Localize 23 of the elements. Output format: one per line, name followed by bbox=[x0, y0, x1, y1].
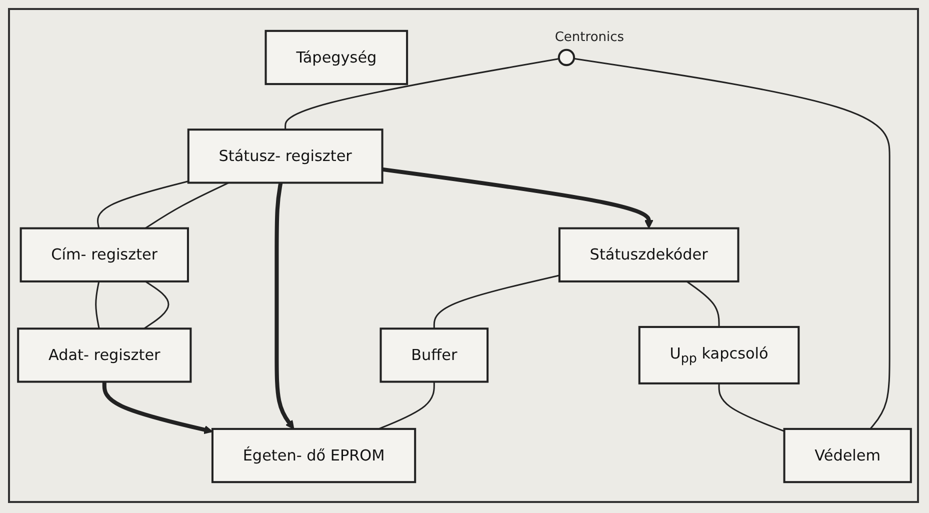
connector bbox=[144, 182, 230, 229]
node-box: Védelem bbox=[783, 428, 912, 484]
connector bbox=[95, 281, 100, 329]
connector bbox=[284, 58, 560, 130]
arrow bbox=[102, 382, 213, 434]
connector bbox=[686, 280, 720, 327]
arrow bbox=[382, 167, 654, 229]
connector bbox=[96, 180, 189, 228]
connector bbox=[718, 383, 785, 432]
node-box: Státusz- regiszter bbox=[187, 128, 384, 184]
node-box: Státuszdekóder bbox=[558, 227, 740, 282]
node-circle bbox=[558, 48, 576, 66]
connector-label: Centronics bbox=[554, 30, 624, 45]
connector bbox=[433, 274, 560, 329]
node-box: U$_{pp}$ kapcsoló bbox=[638, 326, 800, 384]
node-box: Buffer bbox=[380, 328, 489, 383]
node-box: Adat- regiszter bbox=[17, 328, 192, 383]
connector bbox=[574, 58, 890, 430]
connector bbox=[144, 280, 170, 330]
node-box: Tápegység bbox=[264, 30, 408, 86]
arrow bbox=[274, 182, 294, 430]
node-box: Cím- regiszter bbox=[20, 227, 189, 282]
node-box: Égeten- dő EPROM bbox=[211, 428, 416, 484]
